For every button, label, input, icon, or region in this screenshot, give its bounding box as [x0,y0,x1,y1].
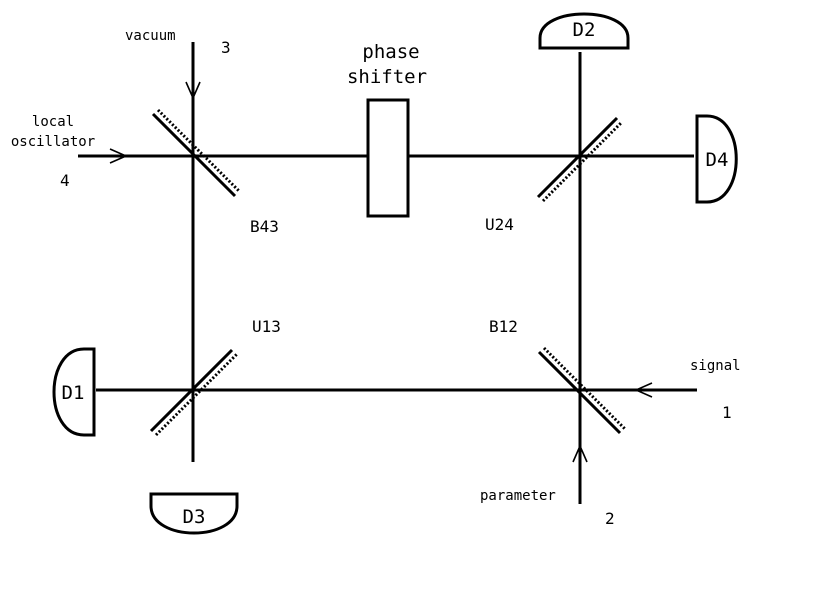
detector-d4: D4 [695,114,738,204]
label-shifter: shifter [347,66,427,88]
detector-d3: D3 [149,492,239,535]
label-vacuum: vacuum [125,28,176,44]
phase-shifter [366,98,410,218]
detector-d2: D2 [538,12,630,50]
label-parameter: parameter [480,488,556,504]
label-port-1: 1 [722,403,732,422]
label-u24: U24 [485,215,514,234]
detector-d2-label: D2 [573,19,596,41]
label-port-4: 4 [60,171,70,190]
arrow-signal-in [634,382,653,398]
label-port-3: 3 [221,38,231,57]
label-signal: signal [690,358,741,374]
label-b12: B12 [489,317,518,336]
label-phase: phase [362,41,419,63]
detector-d1: D1 [52,347,96,437]
beam-splitter-u13 [149,348,239,437]
label-port-2: 2 [605,509,615,528]
beam-splitter-b12 [537,346,627,435]
detector-d4-label: D4 [706,149,729,171]
beam-splitter-b43 [151,108,242,198]
detector-d3-label: D3 [183,506,206,528]
beam-splitter-u24 [536,116,624,203]
arrow-local-oscillator-in [109,148,128,164]
label-b43: B43 [250,217,279,236]
label-oscillator: oscillator [11,134,95,150]
label-u13: U13 [252,317,281,336]
arrow-vacuum-in [185,81,201,100]
arrow-parameter-in [572,444,588,463]
label-local: local [32,114,74,130]
detector-d1-label: D1 [62,382,85,404]
